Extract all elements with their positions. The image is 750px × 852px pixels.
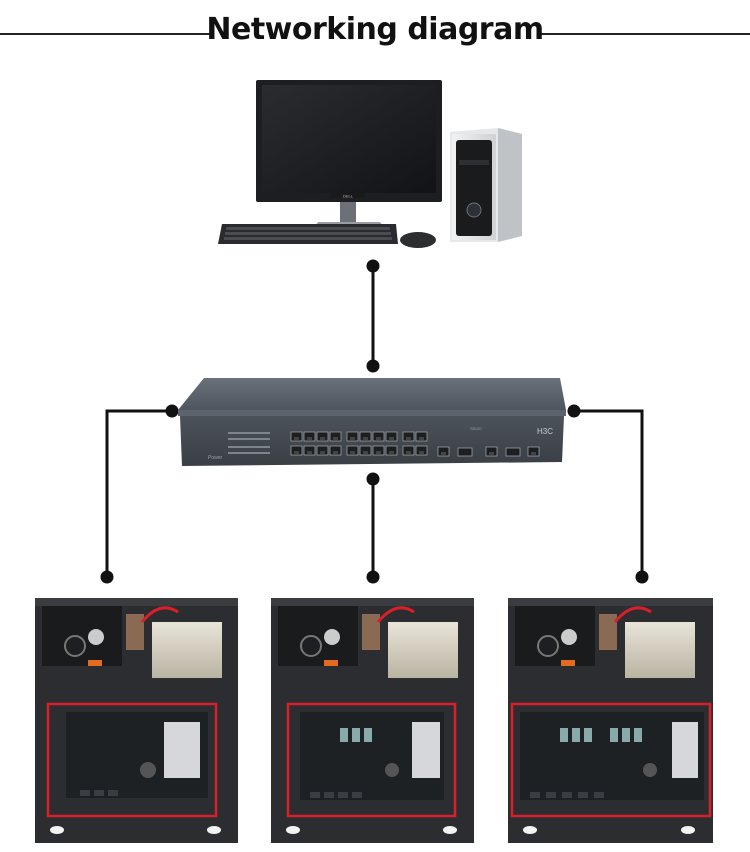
highlight-frame <box>46 702 218 818</box>
tower-pc <box>450 128 522 242</box>
link-switch-controller-1 <box>105 409 172 577</box>
monitor-badge <box>331 193 365 198</box>
link-switch-controller-3 <box>574 409 644 577</box>
monitor-brand: DELL <box>343 194 354 199</box>
switch-ports <box>290 431 540 457</box>
title-rule-left <box>0 33 210 35</box>
keyboard <box>218 224 398 244</box>
power-label: Power <box>208 455 223 461</box>
highlight-frame <box>510 702 712 818</box>
dot <box>165 404 179 418</box>
access-controller-3 <box>508 598 713 843</box>
computer-node: DELL <box>218 80 522 248</box>
dot <box>366 259 380 273</box>
mouse <box>400 232 436 248</box>
connections <box>105 266 644 577</box>
dot <box>366 570 380 584</box>
page-title: Networking diagram <box>206 12 544 47</box>
connection-dots <box>100 259 649 584</box>
dot <box>366 359 380 373</box>
switch-model: S5120 <box>470 426 482 431</box>
access-controller-1 <box>35 598 238 843</box>
dot <box>567 404 581 418</box>
network-switch: Power H3C S5120 <box>178 378 566 466</box>
monitor: DELL <box>256 80 442 230</box>
access-controller-2 <box>271 598 474 843</box>
dot <box>100 570 114 584</box>
dot <box>366 472 380 486</box>
highlight-frame <box>286 702 457 818</box>
switch-brand: H3C <box>537 427 553 436</box>
title-rule-right <box>540 33 750 35</box>
dot <box>635 570 649 584</box>
